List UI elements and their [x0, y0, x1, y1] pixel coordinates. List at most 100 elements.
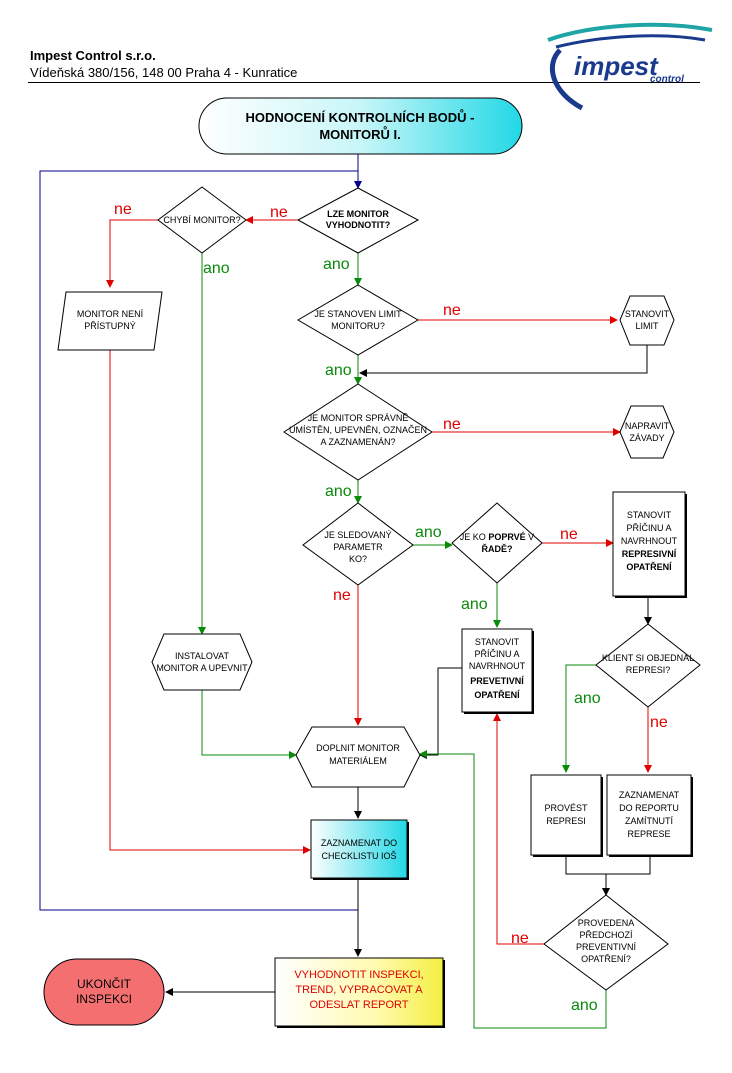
- svg-text:NAVRHNOUT: NAVRHNOUT: [621, 536, 678, 546]
- svg-text:DO REPORTU: DO REPORTU: [619, 803, 679, 813]
- decision-poprve: JE KO POPRVÉ V ŘADĚ?: [451, 502, 543, 584]
- company-address: Vídeňská 380/156, 148 00 Praha 4 - Kunra…: [30, 65, 298, 80]
- svg-text:CHYBÍ MONITOR?: CHYBÍ MONITOR?: [163, 215, 240, 225]
- svg-text:NAPRAVIT: NAPRAVIT: [625, 421, 670, 431]
- node-checklist: ZAZNAMENAT DO CHECKLISTU IOŠ: [310, 819, 409, 880]
- node-preventivni: STANOVIT PŘÍČINU A NAVRHNOUT PREVETIVNÍ …: [461, 628, 534, 714]
- svg-text:DOPLNIT MONITOR: DOPLNIT MONITOR: [316, 743, 400, 753]
- svg-text:JE STANOVEN LIMIT: JE STANOVEN LIMIT: [314, 309, 402, 319]
- logo-sub-text: control: [650, 74, 684, 85]
- svg-text:INSPEKCI: INSPEKCI: [76, 992, 132, 1006]
- svg-text:MONITORU?: MONITORU?: [331, 321, 385, 331]
- svg-text:INSTALOVAT: INSTALOVAT: [175, 651, 230, 661]
- label-no-klient: ne: [650, 714, 668, 731]
- svg-text:JE MONITOR SPRÁVNĚ: JE MONITOR SPRÁVNĚ: [308, 413, 409, 423]
- svg-text:REPRESI?: REPRESI?: [626, 665, 671, 675]
- edge-labels: ne ne ano ano ne ano ne ano ano ne ne an…: [114, 201, 668, 1014]
- decision-spravne: JE MONITOR SPRÁVNĚ UMÍSTĚN, UPEVNĚN, OZN…: [283, 383, 433, 481]
- svg-text:PARAMETR: PARAMETR: [333, 542, 383, 552]
- svg-text:VYHODNOTIT?: VYHODNOTIT?: [326, 220, 391, 230]
- svg-text:REPRESE: REPRESE: [627, 829, 670, 839]
- node-monitor-neni: MONITOR NENÍ PŘÍSTUPNÝ: [57, 291, 163, 351]
- svg-text:LZE MONITOR: LZE MONITOR: [327, 209, 389, 219]
- node-provest: PROVÉST REPRESI: [530, 774, 603, 857]
- label-yes-lze: ano: [323, 256, 350, 273]
- node-doplnit: DOPLNIT MONITOR MATERIÁLEM: [295, 726, 421, 788]
- company-name: Impest Control s.r.o.: [30, 48, 156, 63]
- label-yes-sledovany: ano: [415, 524, 442, 541]
- node-vyhodnotit: VYHODNOTIT INSPEKCI, TREND, VYPRACOVAT A…: [274, 957, 445, 1028]
- instalovat-to-doplnit: [201, 690, 297, 759]
- svg-text:ZAZNAMENAT: ZAZNAMENAT: [619, 790, 680, 800]
- node-zaznamenat-report: ZAZNAMENAT DO REPORTU ZAMÍTNUTÍ REPRESE: [606, 774, 693, 857]
- decision-chybi-monitor: CHYBÍ MONITOR?: [157, 186, 247, 254]
- stanovit-return: [359, 345, 648, 377]
- svg-text:REPRESI: REPRESI: [546, 816, 586, 826]
- svg-text:ZAMÍTNUTÍ: ZAMÍTNUTÍ: [625, 816, 673, 826]
- svg-text:KLIENT SI OBJEDNAL: KLIENT SI OBJEDNAL: [602, 653, 694, 663]
- logo-main-text: impest: [574, 51, 659, 81]
- svg-text:MATERIÁLEM: MATERIÁLEM: [329, 756, 387, 766]
- svg-text:ŘADĚ?: ŘADĚ?: [482, 543, 513, 554]
- decision-provedena: PROVEDENA PŘEDCHOZÍ PREVENTIVNÍ OPATŘENÍ…: [543, 894, 669, 991]
- loop-line-top: [39, 170, 358, 911]
- svg-text:PŘÍČINU A: PŘÍČINU A: [474, 649, 519, 659]
- svg-text:UMÍSTĚN, UPEVNĚN, OZNAČEN: UMÍSTĚN, UPEVNĚN, OZNAČEN: [289, 425, 427, 435]
- decision-limit: JE STANOVEN LIMIT MONITORU?: [297, 284, 419, 356]
- svg-text:NAVRHNOUT: NAVRHNOUT: [469, 661, 526, 671]
- label-no-sledovany: ne: [333, 587, 351, 604]
- node-ukoncit: UKONČIT INSPEKCI: [43, 958, 165, 1026]
- svg-text:PŘÍSTUPNÝ: PŘÍSTUPNÝ: [84, 321, 136, 331]
- svg-text:MONITOR A UPEVNIT: MONITOR A UPEVNIT: [156, 663, 248, 673]
- impest-logo: impest control: [547, 22, 713, 111]
- label-yes-poprve: ano: [461, 596, 488, 613]
- svg-text:MONITOR NENÍ: MONITOR NENÍ: [77, 309, 144, 319]
- svg-text:ZAZNAMENAT DO: ZAZNAMENAT DO: [321, 838, 397, 848]
- svg-text:PŘÍČINU A: PŘÍČINU A: [626, 523, 671, 533]
- provedena-yes-line: [419, 750, 607, 1029]
- svg-text:OPATŘENÍ: OPATŘENÍ: [626, 561, 672, 572]
- svg-text:LIMIT: LIMIT: [635, 321, 659, 331]
- label-yes-klient: ano: [574, 690, 601, 707]
- svg-text:PROVÉST: PROVÉST: [544, 803, 588, 813]
- label-no-limit: ne: [443, 302, 461, 319]
- label-yes-spravne: ano: [325, 483, 352, 500]
- svg-text:STANOVIT: STANOVIT: [627, 510, 672, 520]
- svg-text:VYHODNOTIT INSPEKCI,: VYHODNOTIT INSPEKCI,: [294, 969, 423, 981]
- node-instalovat: INSTALOVAT MONITOR A UPEVNIT: [151, 633, 253, 691]
- label-no-provedena: ne: [511, 930, 529, 947]
- provest-merge: [565, 857, 651, 875]
- svg-text:STANOVIT: STANOVIT: [625, 309, 670, 319]
- decision-sledovany: JE SLEDOVANÝ PARAMETR KO?: [302, 502, 414, 586]
- neni-to-checklist: [109, 350, 311, 854]
- svg-text:JE SLEDOVANÝ: JE SLEDOVANÝ: [324, 530, 391, 540]
- chybi-no-line: [106, 219, 158, 288]
- svg-text:OPATŘENÍ: OPATŘENÍ: [474, 689, 520, 700]
- preventivni-to-doplnit: [419, 667, 462, 759]
- title-line1: HODNOCENÍ KONTROLNÍCH BODŮ -: [246, 109, 475, 125]
- svg-text:JE KO POPRVÉ V: JE KO POPRVÉ V: [460, 532, 534, 542]
- svg-text:ODESLAT REPORT: ODESLAT REPORT: [309, 999, 408, 1011]
- label-yes-limit: ano: [325, 362, 352, 379]
- label-no-lze: ne: [270, 204, 288, 221]
- node-represivni: STANOVIT PŘÍČINU A NAVRHNOUT REPRESIVNÍ …: [612, 491, 687, 598]
- node-stanovit-limit: STANOVIT LIMIT: [619, 295, 675, 346]
- svg-text:TREND, VYPRACOVAT A: TREND, VYPRACOVAT A: [295, 984, 423, 996]
- svg-text:UKONČIT: UKONČIT: [77, 976, 132, 991]
- provedena-no-line: [493, 713, 544, 945]
- node-napravit: NAPRAVIT ZÁVADY: [619, 405, 675, 459]
- svg-text:ZÁVADY: ZÁVADY: [629, 433, 664, 443]
- svg-text:A ZAZNAMENÁN?: A ZAZNAMENÁN?: [320, 437, 395, 447]
- label-no-chybi: ne: [114, 201, 132, 218]
- label-no-spravne: ne: [443, 416, 461, 433]
- title-line2: MONITORŮ I.: [319, 126, 400, 142]
- svg-text:PROVEDENA: PROVEDENA: [578, 918, 635, 928]
- decision-klient: KLIENT SI OBJEDNAL REPRESI?: [595, 623, 701, 708]
- svg-text:PREVETIVNÍ: PREVETIVNÍ: [470, 676, 524, 686]
- header-divider: [28, 82, 700, 83]
- svg-text:KO?: KO?: [349, 554, 367, 564]
- label-yes-chybi: ano: [203, 260, 230, 277]
- svg-text:PREVENTIVNÍ: PREVENTIVNÍ: [576, 942, 637, 952]
- label-no-poprve: ne: [560, 526, 578, 543]
